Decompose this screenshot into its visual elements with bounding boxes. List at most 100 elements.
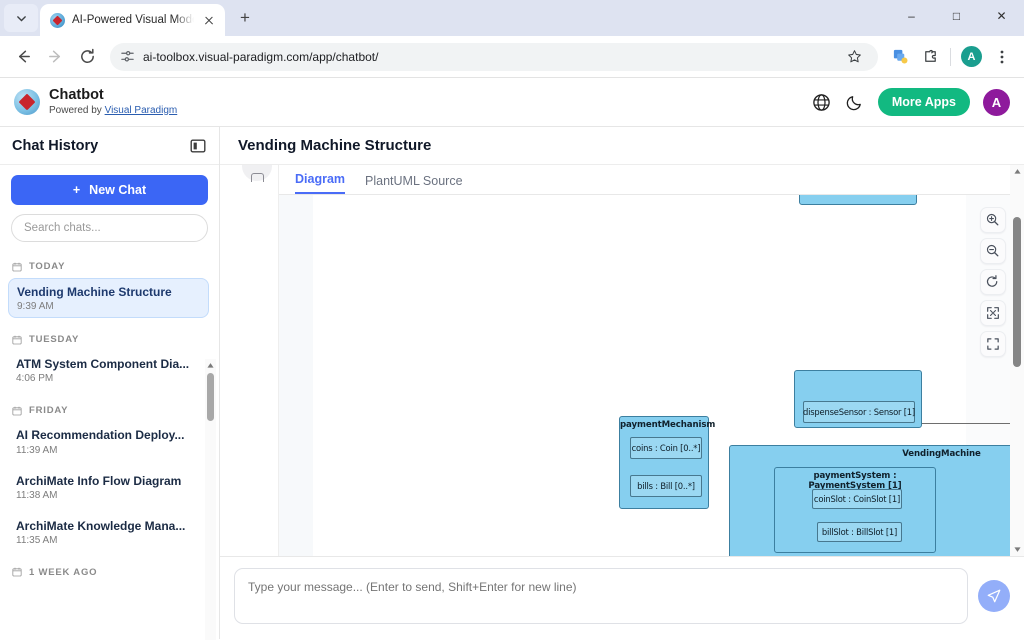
plus-icon: + <box>72 183 81 197</box>
message-area: Diagram PlantUML Source <box>220 165 1024 556</box>
bookmark-star-icon[interactable] <box>840 43 868 71</box>
chat-item-time: 4:06 PM <box>16 373 54 385</box>
back-icon[interactable] <box>8 42 38 72</box>
fullscreen-button[interactable] <box>980 331 1006 357</box>
chat-group-label: FRIDAY <box>29 405 69 417</box>
diagram-part[interactable]: billSlot : BillSlot [1] <box>817 522 902 542</box>
diagram-tabs[interactable]: Diagram PlantUML Source <box>279 165 1018 195</box>
sidebar-scrollbar-thumb[interactable] <box>207 373 214 421</box>
diagram-toolbar <box>980 207 1006 357</box>
tab-plantuml-source[interactable]: PlantUML Source <box>365 174 463 188</box>
diagram-block-paymentMechanism[interactable]: paymentMechanism coins : Coin [0..*] bil… <box>619 416 716 509</box>
omnibox-actions <box>840 43 868 71</box>
diagram-card: Diagram PlantUML Source <box>278 165 1018 556</box>
reload-icon[interactable] <box>72 42 102 72</box>
search-chats-input[interactable] <box>11 214 208 242</box>
visual-paradigm-logo-icon <box>14 88 40 115</box>
fit-screen-icon <box>987 307 999 319</box>
diagram-canvas[interactable]: dispenseSensor : Sensor [1] paymentMecha… <box>279 195 1018 556</box>
chat-item-time: 11:35 AM <box>16 534 58 546</box>
chat-history-item[interactable]: Vending Machine Structure 9:39 AM <box>8 278 209 319</box>
browser-menu-icon[interactable] <box>988 43 1016 71</box>
collapse-sidebar-icon[interactable] <box>189 137 207 155</box>
app-title: Chatbot <box>49 87 104 104</box>
diagram-block-dispense[interactable]: dispenseSensor : Sensor [1] <box>794 370 922 428</box>
calendar-icon <box>12 406 22 416</box>
close-icon[interactable] <box>201 12 217 28</box>
address-bar[interactable]: ai-toolbox.visual-paradigm.com/app/chatb… <box>110 42 878 71</box>
browser-tab[interactable]: AI-Powered Visual Modeling Ch <box>40 4 225 36</box>
chat-item-title: ATM System Component Dia... <box>16 357 190 372</box>
extensions-puzzle-icon[interactable] <box>916 43 944 71</box>
browser-toolbar: ai-toolbox.visual-paradigm.com/app/chatb… <box>0 36 1024 78</box>
extension-badge-icon[interactable] <box>886 43 914 71</box>
zoom-out-icon <box>986 244 999 257</box>
scroll-up-icon[interactable] <box>1013 167 1022 176</box>
vp-globe-icon <box>50 12 65 28</box>
message-input[interactable] <box>234 568 968 624</box>
minimize-icon[interactable]: – <box>908 9 915 23</box>
sidebar-actions: + New Chat <box>0 165 219 205</box>
chat-item-title: ArchiMate Knowledge Mana... <box>16 518 186 533</box>
diagram-part[interactable]: coinSlot : CoinSlot [1] <box>812 489 902 509</box>
block-title: paymentSystem : PaymentSystem [1] <box>808 471 902 491</box>
new-chat-label: New Chat <box>89 183 147 197</box>
fit-screen-button[interactable] <box>980 300 1006 326</box>
dark-mode-moon-icon[interactable] <box>845 92 865 112</box>
app-header-actions: More Apps A <box>812 88 1010 116</box>
send-button[interactable] <box>978 580 1010 612</box>
page-title: Vending Machine Structure <box>238 137 432 154</box>
sidebar-header: Chat History <box>0 127 219 165</box>
assistant-avatar <box>242 165 272 182</box>
browser-tab-title: AI-Powered Visual Modeling Ch <box>72 14 194 26</box>
chat-group-header: 1 WEEK AGO <box>8 558 209 584</box>
sidebar-scrollbar-track[interactable] <box>205 359 216 640</box>
maximize-icon[interactable]: □ <box>952 9 961 23</box>
scroll-up-icon[interactable] <box>206 361 215 370</box>
reset-zoom-button[interactable] <box>980 269 1006 295</box>
user-avatar[interactable]: A <box>983 88 1010 116</box>
new-chat-button[interactable]: + New Chat <box>11 175 208 205</box>
diagram-block-top-partial[interactable] <box>799 195 917 205</box>
chat-history-item[interactable]: ATM System Component Dia...4:06 PM <box>8 351 209 389</box>
main-panel: Vending Machine Structure Diagram PlantUM… <box>220 127 1024 639</box>
sidebar-title: Chat History <box>12 137 99 154</box>
browser-tabstrip: AI-Powered Visual Modeling Ch + – □ ✕ <box>0 0 1024 36</box>
scroll-down-icon[interactable] <box>1013 545 1022 554</box>
toolbar-divider <box>950 47 951 66</box>
diagram-canvas-left-gutter <box>279 195 313 556</box>
diagram-block-paymentSystem[interactable]: paymentSystem : PaymentSystem [1] coinSl… <box>774 467 936 553</box>
more-apps-button[interactable]: More Apps <box>877 88 970 116</box>
zoom-out-button[interactable] <box>980 238 1006 264</box>
message-scrollbar-thumb[interactable] <box>1013 217 1021 367</box>
tab-search-button[interactable] <box>4 4 38 32</box>
chat-history-item[interactable]: AI Recommendation Deploy...11:39 AM <box>8 422 209 460</box>
visual-paradigm-link[interactable]: Visual Paradigm <box>104 104 178 116</box>
chat-group-label: 1 WEEK AGO <box>29 566 98 578</box>
block-title: paymentMechanism <box>620 420 716 430</box>
chat-item-time: 9:39 AM <box>17 301 54 313</box>
chat-item-time: 11:39 AM <box>16 444 58 456</box>
diagram-part[interactable]: bills : Bill [0..*] <box>630 475 702 497</box>
window-controls: – □ ✕ <box>889 0 1024 32</box>
message-scrollbar[interactable] <box>1010 165 1024 556</box>
diagram-part[interactable]: dispenseSensor : Sensor [1] <box>803 401 915 423</box>
sidebar-scrollbar[interactable] <box>205 359 216 640</box>
chat-group-header: TODAY <box>8 252 209 278</box>
forward-icon[interactable] <box>40 42 70 72</box>
new-tab-button[interactable]: + <box>240 8 250 27</box>
zoom-in-button[interactable] <box>980 207 1006 233</box>
browser-profile-avatar[interactable]: A <box>961 46 982 67</box>
fullscreen-icon <box>987 338 999 350</box>
tab-diagram[interactable]: Diagram <box>295 172 346 194</box>
language-globe-icon[interactable] <box>812 92 832 112</box>
app-header: Chatbot Powered by Visual Paradigm More … <box>0 78 1024 127</box>
diagram-part[interactable]: coins : Coin [0..*] <box>630 437 702 459</box>
window-close-icon[interactable]: ✕ <box>996 9 1007 23</box>
chat-history-item[interactable]: ArchiMate Knowledge Mana...11:35 AM <box>8 513 209 551</box>
chat-item-title: Vending Machine Structure <box>17 285 172 299</box>
